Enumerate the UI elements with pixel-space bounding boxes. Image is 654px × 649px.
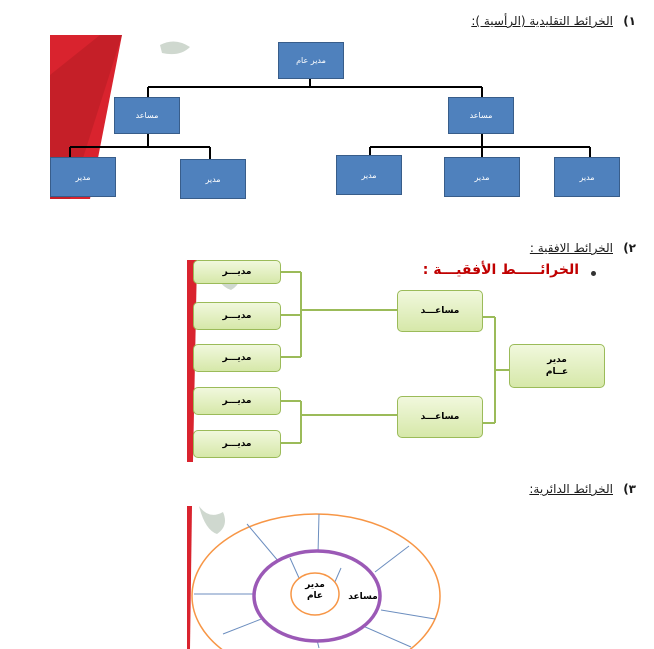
vertical-manager-box: مدير: [336, 155, 402, 195]
section-2-heading: ٢) الخرائط الافقية :: [530, 241, 636, 255]
inner-dividers: [289, 557, 342, 585]
vertical-manager-box: مدير: [554, 157, 620, 197]
horizontal-assistant-box: مساعـــد: [397, 290, 483, 332]
center-circle: [290, 572, 340, 616]
circular-ring-label: مساعد: [348, 592, 378, 602]
section-1-title: الخرائط التقليدية (الرأسية ):: [471, 14, 613, 28]
horizontal-manager-box: مديـــر: [193, 260, 281, 284]
horizontal-manager-box: مديـــر: [193, 302, 281, 330]
vertical-manager-box: مدير: [444, 157, 520, 197]
vertical-manager-box: مدير: [180, 159, 246, 199]
circular-center-line-2: عام: [306, 591, 324, 601]
vertical-assistant-box: مساعد: [448, 97, 514, 134]
vertical-top-box: مدير عام: [278, 42, 344, 79]
map-decoration: [199, 506, 225, 534]
outer-ring: [191, 513, 441, 649]
horizontal-manager-box: مديـــر: [193, 387, 281, 415]
circular-chart-graphics: [187, 506, 441, 649]
section-3-title: الخرائط الدائرية:: [529, 482, 613, 496]
title-bullet: [591, 271, 596, 276]
circular-center-label: مدير عام: [291, 580, 339, 602]
vertical-connectors: [69, 79, 591, 159]
section-3-heading: ٣) الخرائط الدائرية:: [529, 482, 636, 496]
horizontal-manager-box: مديـــر: [193, 430, 281, 458]
horizontal-chart-title: الخرائـــــط الأفقيـــة :: [422, 262, 579, 278]
section-2-number: ٢): [623, 241, 636, 255]
horizontal-top-box: مدير عــام: [509, 344, 605, 388]
horizontal-top-line-2: عــام: [545, 367, 569, 377]
circular-center-line-1: مدير: [305, 580, 325, 590]
map-decoration: [160, 41, 190, 55]
horizontal-org-chart: الخرائـــــط الأفقيـــة : مديـــر مديـــ…: [187, 260, 615, 462]
horizontal-top-line-1: مدير: [547, 355, 567, 365]
vertical-assistant-box: مساعد: [114, 97, 180, 134]
circular-org-chart: مدير عام مساعد: [187, 506, 445, 649]
red-edge-decoration: [187, 506, 192, 649]
section-1-number: ١): [623, 14, 636, 28]
vertical-manager-box: مدير: [50, 157, 116, 197]
horizontal-assistant-box: مساعـــد: [397, 396, 483, 438]
vertical-org-chart: مدير عام مساعد مساعد مدير مدير مدير مدير…: [50, 35, 620, 199]
section-2-title: الخرائط الافقية :: [529, 241, 613, 255]
section-3-number: ٣): [623, 482, 636, 496]
horizontal-manager-box: مديـــر: [193, 344, 281, 372]
horizontal-connectors: [281, 271, 509, 444]
section-1-heading: ١) الخرائط التقليدية (الرأسية ):: [471, 14, 636, 28]
